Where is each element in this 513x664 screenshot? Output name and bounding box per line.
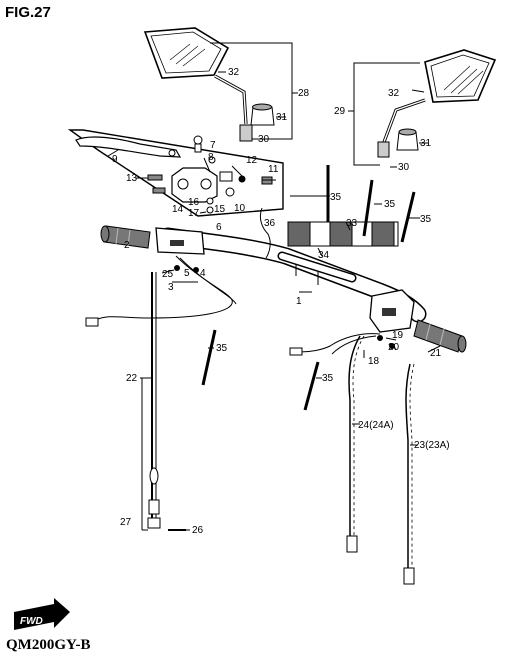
left-grip (100, 225, 151, 249)
callout-18: 10 (234, 203, 246, 214)
callout-8: 9 (112, 154, 118, 165)
callout-7: 30 (398, 162, 410, 173)
handlebar-pad (287, 221, 399, 247)
clutch-cable (147, 272, 161, 529)
handlebar-brace (277, 251, 357, 283)
callout-21: 35 (330, 192, 342, 203)
fwd-logo: FWD (14, 598, 70, 630)
left-mirror (143, 27, 253, 142)
clutch-lever (75, 136, 182, 158)
callout-38: 35 (322, 373, 334, 384)
lever-bracket (171, 167, 218, 203)
callout-30: 25 (162, 269, 174, 280)
callout-17: 17 (188, 208, 200, 219)
callout-37: 21 (430, 348, 442, 359)
callout-25: 34 (318, 250, 330, 261)
callout-3: 30 (258, 134, 270, 145)
callout-12: 11 (268, 164, 279, 175)
fwd-text: FWD (20, 616, 43, 627)
callout-24: 33 (346, 218, 358, 229)
callout-40: 23(23A) (414, 440, 450, 451)
callout-29: 5 (184, 268, 190, 279)
callout-39: 24(24A) (358, 420, 394, 431)
callout-6: 31 (420, 138, 432, 149)
right-mirror-cover (396, 128, 419, 151)
model-name: QM200GY-B (6, 637, 91, 653)
callout-5: 32 (388, 88, 400, 99)
callout-31: 1 (296, 296, 302, 307)
cable-ties (201, 165, 416, 411)
figure-title: FIG.27 (5, 4, 51, 21)
right-mirror (377, 49, 497, 158)
callout-10: 8 (208, 152, 214, 163)
callout-35: 20 (388, 342, 400, 353)
callout-4: 29 (334, 106, 346, 117)
callout-36: 18 (368, 356, 380, 367)
callout-1: 28 (298, 88, 310, 99)
callout-0: 32 (228, 67, 240, 78)
throttle-grip (413, 319, 467, 353)
left-mirror-cover (250, 103, 275, 126)
callout-23: 35 (420, 214, 432, 225)
small-hardware (168, 265, 395, 531)
adjuster-parts (147, 135, 273, 214)
throttle-cable (346, 335, 365, 553)
right-switch-housing (369, 289, 415, 333)
callout-16: 16 (188, 197, 200, 208)
choke-cable (403, 363, 415, 585)
callout-11: 12 (246, 155, 258, 166)
callout-9: 7 (210, 140, 216, 151)
callout-15: 15 (214, 204, 226, 215)
callout-32: 35 (216, 343, 228, 354)
callout-28: 4 (200, 268, 206, 279)
callout-33: 22 (126, 373, 138, 384)
callout-34: 19 (392, 330, 404, 341)
leader-lines (107, 149, 441, 531)
callout-26: 2 (124, 240, 130, 251)
callout-27: 3 (168, 282, 174, 293)
callout-22: 35 (384, 199, 396, 210)
left-switch-housing (155, 227, 205, 255)
callout-19: 6 (216, 222, 222, 233)
callout-13: 13 (126, 173, 138, 184)
callout-14: 14 (172, 204, 184, 215)
callout-20: 36 (264, 218, 276, 229)
callout-41: 27 (120, 517, 132, 528)
wire-harness (85, 207, 381, 356)
callout-2: 31 (276, 112, 288, 123)
callout-42: 26 (192, 525, 204, 536)
